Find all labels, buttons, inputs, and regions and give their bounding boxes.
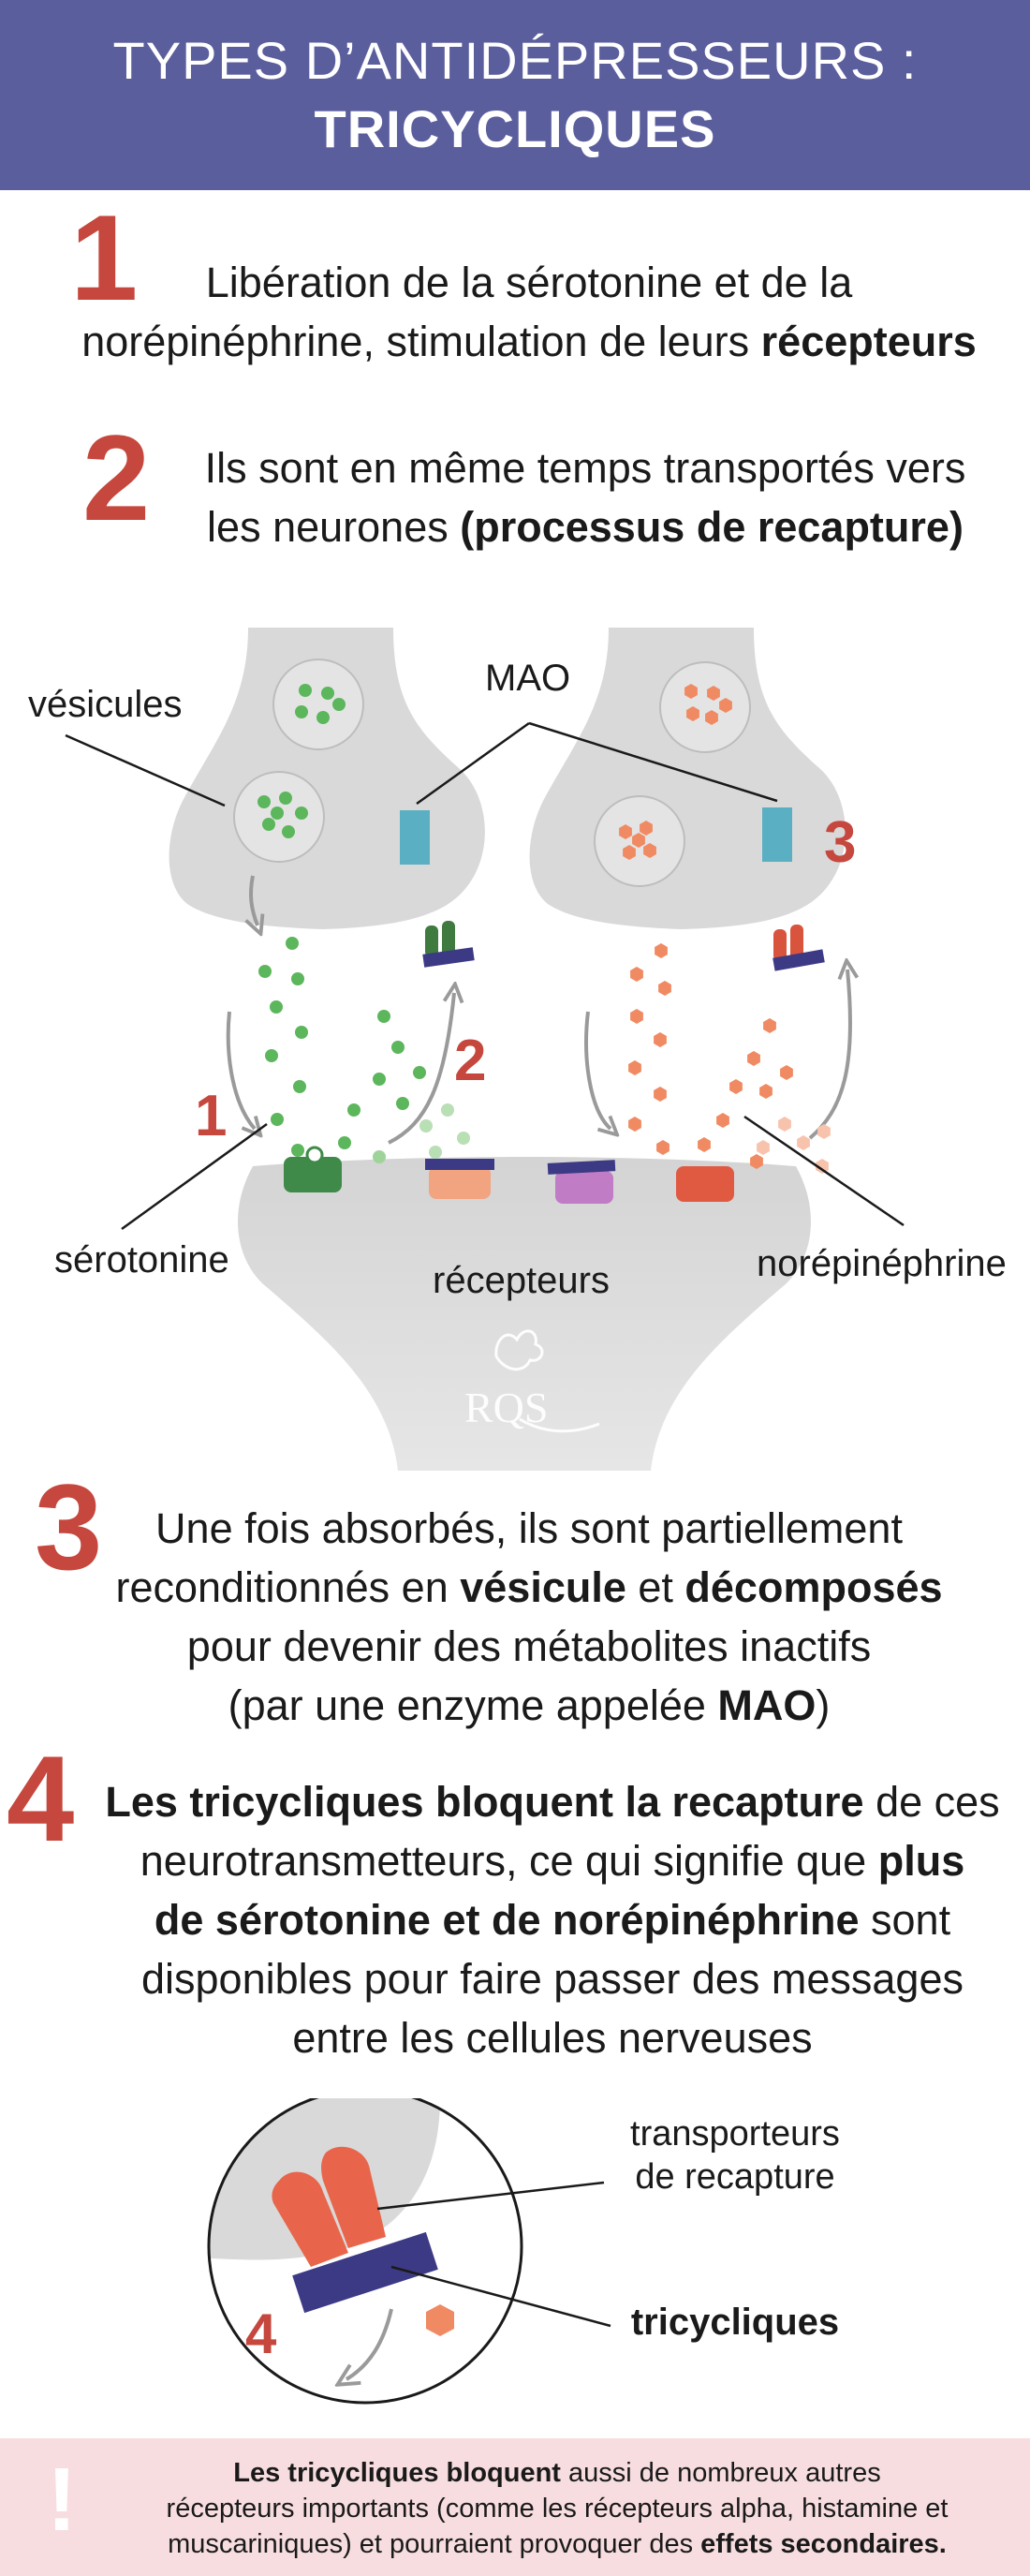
norepinephrine-molecule xyxy=(623,845,636,860)
norepinephrine-molecule xyxy=(686,706,699,721)
warning-banner: ! Les tricycliques bloquent aussi de nom… xyxy=(0,2438,1030,2576)
norepinephrine-molecule xyxy=(619,824,632,839)
label-tricycliques: tricycliques xyxy=(631,2302,839,2343)
mao-pointer xyxy=(528,721,778,803)
marker-3: 3 xyxy=(824,810,856,875)
norepinephrine-molecule xyxy=(684,684,698,699)
norepinephrine-molecule xyxy=(719,698,732,713)
vesicle-top-left xyxy=(272,659,364,750)
synapse-diagram: vésicules MAO sérotonine récepteurs noré… xyxy=(28,628,1007,1471)
norepinephrine-molecule xyxy=(817,1124,831,1139)
warning-text: Les tricycliques bloquent aussi de nombr… xyxy=(166,2458,949,2559)
norepinephrine-molecule xyxy=(759,1084,772,1099)
norepinephrine-molecules xyxy=(619,684,793,1169)
norepinephrine-molecule xyxy=(654,1087,667,1102)
step-4-text: Les tricycliques bloquent la recapture d… xyxy=(105,1778,1000,2062)
norepinephrine-molecule xyxy=(763,1018,776,1033)
norepinephrine-molecule xyxy=(628,1060,641,1075)
norepinephrine-molecule xyxy=(628,1117,641,1132)
norepinephrine-molecule xyxy=(707,686,720,701)
norepinephrine-molecule xyxy=(656,1140,670,1155)
step-4-number: 4 xyxy=(7,1730,75,1867)
mao-enzyme-left xyxy=(400,810,430,865)
rqs-logo: RQS xyxy=(464,1329,600,1433)
norepinephrine-molecules-faded xyxy=(757,1117,831,1174)
norepinephrine-molecule xyxy=(778,1117,791,1132)
norepinephrine-molecule xyxy=(705,710,718,725)
reuptake-transporter-right xyxy=(772,925,825,971)
label-recepteurs: récepteurs xyxy=(433,1260,610,1301)
label-norepinephrine: norépinéphrine xyxy=(757,1243,1007,1284)
page-header: TYPES D’ANTIDÉPRESSEURS : TRICYCLIQUES xyxy=(0,0,1030,190)
step-3-number: 3 xyxy=(35,1458,103,1595)
logo-text: RQS xyxy=(464,1384,548,1431)
norepinephrine-molecule xyxy=(816,1159,829,1174)
norepinephrine-molecule xyxy=(747,1051,760,1066)
mao-enzyme-right xyxy=(762,807,792,862)
norepinephrine-molecule xyxy=(643,843,656,858)
step-2-number: 2 xyxy=(82,409,151,546)
norepinephrine-molecule xyxy=(698,1137,711,1152)
label-mao: MAO xyxy=(485,658,570,699)
step-3-text: Une fois absorbés, ils sont partiellemen… xyxy=(115,1504,943,1729)
reuptake-transporter-left xyxy=(422,921,475,968)
norepinephrine-molecule xyxy=(757,1140,770,1155)
zoom-transporter xyxy=(272,2146,386,2267)
flow-arrow xyxy=(226,1011,255,1129)
norepinephrine-molecule xyxy=(630,967,643,982)
exclamation-icon: ! xyxy=(47,2450,77,2550)
page-title: TYPES D’ANTIDÉPRESSEURS : xyxy=(112,31,918,90)
vesicules-pointer xyxy=(65,733,226,807)
flow-arrow xyxy=(388,993,454,1145)
marker-2: 2 xyxy=(454,1029,486,1093)
serotonin-molecules xyxy=(258,684,426,1157)
norepinephrine-pointer xyxy=(743,1115,905,1227)
zoom-flow-arrow xyxy=(346,2308,393,2379)
norepinephrine-molecule xyxy=(632,833,645,848)
label-vesicules: vésicules xyxy=(28,684,183,725)
marker-1: 1 xyxy=(195,1084,227,1148)
flow-arrow xyxy=(808,970,850,1140)
step-1-number: 1 xyxy=(70,189,139,326)
norepinephrine-molecule xyxy=(655,943,668,958)
serotonin-molecules-faded xyxy=(419,1103,470,1159)
zoom-norepinephrine xyxy=(426,2304,454,2336)
transporteurs-pointer xyxy=(376,2181,605,2211)
receptor-serotonin xyxy=(284,1146,342,1192)
mao-pointer xyxy=(416,721,530,806)
tricycliques-pointer xyxy=(390,2265,611,2328)
receptor-norepinephrine xyxy=(676,1166,734,1202)
norepinephrine-molecule xyxy=(729,1079,743,1094)
serotonine-pointer xyxy=(121,1122,268,1231)
norepinephrine-molecule xyxy=(716,1113,729,1128)
vesicle-top-right xyxy=(659,661,751,753)
flow-arrow xyxy=(584,1011,611,1129)
receptor-blocked-salmon xyxy=(425,1159,494,1199)
norepinephrine-molecule xyxy=(640,821,653,836)
page-subtitle: TRICYCLIQUES xyxy=(314,99,716,158)
norepinephrine-molecule xyxy=(654,1032,667,1047)
norepinephrine-molecule xyxy=(780,1065,793,1080)
norepinephrine-molecule xyxy=(797,1135,810,1150)
label-serotonine: sérotonine xyxy=(54,1239,229,1281)
norepinephrine-molecule xyxy=(658,981,671,996)
marker-4: 4 xyxy=(245,2302,277,2365)
zoom-tricyclic-blocker xyxy=(292,2231,438,2314)
norepinephrine-molecule xyxy=(750,1154,763,1169)
norepinephrine-molecule xyxy=(630,1009,643,1024)
postsynaptic-neuron xyxy=(237,1157,812,1471)
receptor-blocked-purple xyxy=(547,1160,616,1204)
flow-arrow xyxy=(251,875,258,925)
